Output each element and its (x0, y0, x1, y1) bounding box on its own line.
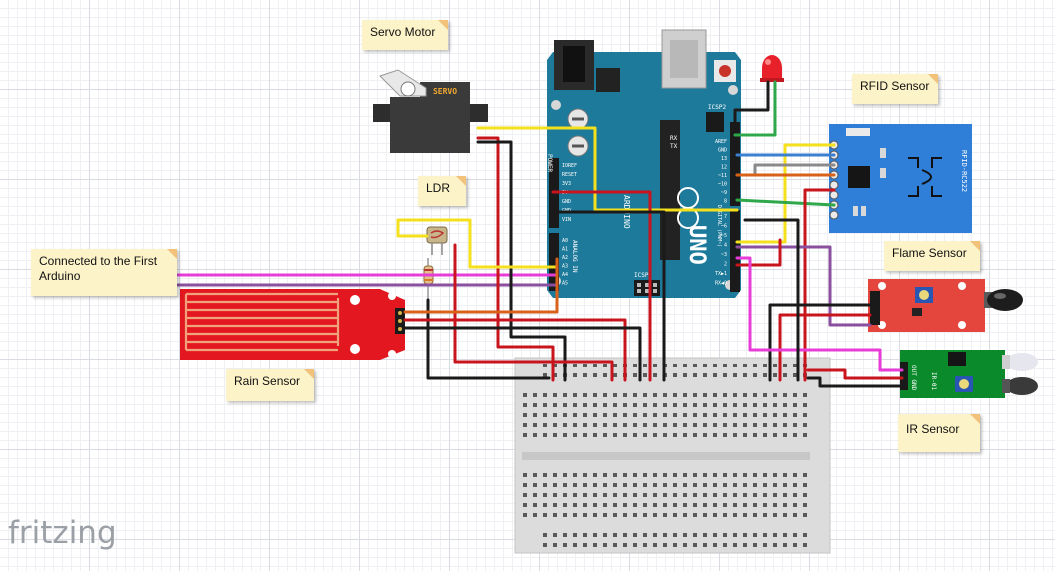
pin-label: A1 (562, 247, 568, 253)
digital-header-label: DIGITAL (PWM~) (716, 205, 722, 247)
rfid-marking: RFID-RC522 (960, 150, 968, 192)
wire-black-ir (806, 376, 904, 388)
first-arduino-label: Connected to the First Arduino (31, 249, 177, 296)
wire-red-servo-power (476, 136, 555, 382)
digital-bottom-pin-labels: 7 ~6 ~5 4 ~3 2TX▶1RX◀0 (715, 214, 727, 287)
rx-label: RX (670, 135, 678, 142)
red-led (760, 55, 784, 82)
wire-black-arduino-gnd (551, 210, 666, 382)
servo-label: SERVO (433, 87, 457, 96)
wires (176, 80, 904, 388)
pin-label: 12 (721, 165, 727, 171)
wire-red-flame (778, 313, 872, 382)
wire-red-arduino-d3 (735, 238, 782, 267)
pin-label: 3V3 (562, 181, 571, 187)
pin-label: GND (562, 199, 571, 205)
pin-label: RX◀0 (715, 281, 727, 287)
flame-sensor-module (868, 279, 1023, 332)
pin-label: A5 (562, 281, 568, 287)
pin-label: A4 (562, 272, 568, 278)
tx-label: TX (670, 143, 678, 150)
wire-red-rfid (803, 188, 836, 382)
ldr-label: LDR (418, 176, 466, 206)
pin-label: 2 (724, 262, 727, 268)
wire-yellow-ldr (396, 218, 559, 269)
ir-sensor-label: IR Sensor (898, 414, 980, 452)
flame-sensor-label: Flame Sensor (884, 241, 980, 271)
svg-text:IR-01: IR-01 (930, 372, 937, 390)
rfid-sensor-label: RFID Sensor (852, 74, 938, 104)
resistor (423, 258, 434, 300)
power-header-label: POWER (546, 154, 553, 172)
fritzing-logo: fritzing (8, 515, 117, 551)
wire-red-ldr (453, 243, 614, 382)
wire-black-arduino-breadboard (743, 218, 800, 382)
wire-purple-flame (735, 245, 872, 327)
icsp2-label: ICSP2 (708, 104, 726, 111)
uno-text: UNO (684, 225, 709, 265)
pin-label: RESET (562, 172, 577, 178)
wire-green-led (733, 80, 777, 137)
pin-label: 7 (724, 214, 727, 220)
pin-label: 4 (724, 243, 727, 249)
arduino-uno: ICSP2 ICSP ARDUINO UNO TX RX POWER ANALO… (546, 29, 741, 298)
servo-motor-label: Servo Motor (362, 20, 448, 50)
wire-green-rfid (735, 198, 836, 207)
wire-yellow-servo-signal (476, 126, 739, 212)
analog-header-label: ANALOG IN (571, 240, 578, 273)
icsp-label: ICSP (634, 272, 649, 279)
wire-yellow-rfid (735, 143, 836, 244)
breadboard (514, 357, 831, 554)
wire-black-ldr-resistor (426, 298, 551, 380)
pin-label: A3 (562, 264, 568, 270)
pin-label: ~10 (718, 182, 727, 188)
wire-black-rain (403, 326, 642, 382)
pin-label: ~6 (721, 224, 727, 230)
pin-label: AREF (715, 139, 727, 145)
pin-label: ~3 (721, 252, 727, 258)
digital-top-pin-labels: AREF GND 13 12 ~11 ~10 ~9 8 (715, 139, 727, 205)
rain-sensor-probe (180, 289, 405, 360)
pin-label: TX▶1 (715, 271, 727, 277)
wire-red-rain (403, 318, 627, 382)
svg-text:OUT GND: OUT GND (910, 365, 917, 391)
wire-orange-rain (403, 257, 559, 314)
rain-sensor-label: Rain Sensor (226, 369, 314, 401)
pin-label: A2 (562, 255, 568, 261)
pin-label: IOREF (562, 163, 577, 169)
pin-label: ~5 (721, 233, 727, 239)
wire-black-servo-ground (476, 140, 567, 382)
wire-red-ir (806, 368, 904, 380)
pin-label: VIN (562, 217, 571, 223)
wire-magenta-ir (735, 256, 904, 372)
servo-motor: SERVO (373, 69, 488, 153)
wire-black-led (733, 80, 770, 132)
pin-label: ~11 (718, 173, 727, 179)
ir-sensor-module: OUT GND IR-01 (900, 350, 1038, 398)
pin-label: 8 (724, 199, 727, 205)
wire-black-flame (768, 303, 872, 382)
pin-label: A0 (562, 238, 568, 244)
rfid-module: RFID-RC522 (829, 124, 972, 233)
pin-label: GND (718, 148, 727, 154)
pin-label: 13 (721, 156, 727, 162)
pin-label: ~9 (721, 190, 727, 196)
ldr-sensor (426, 226, 448, 255)
wire-red-arduino-5v (551, 190, 652, 382)
